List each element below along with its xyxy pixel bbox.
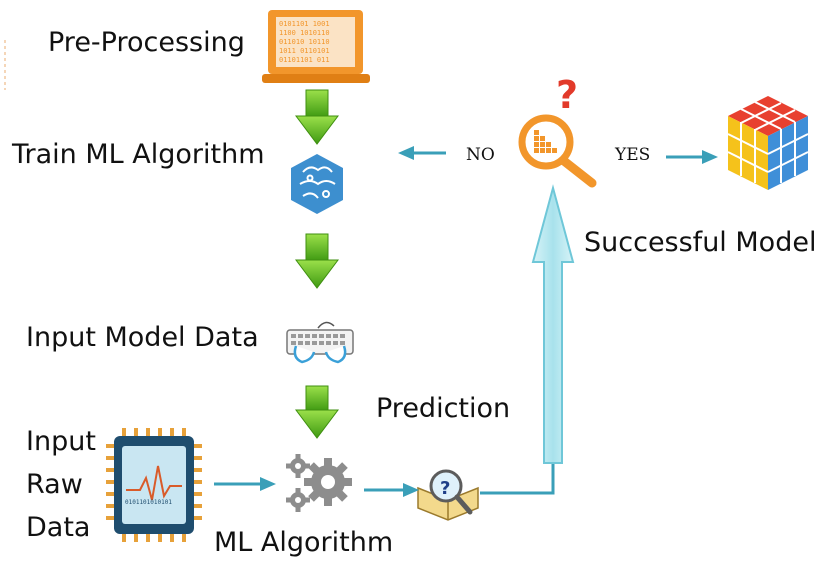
no-label: NO bbox=[466, 145, 495, 165]
svg-text:011010 10110: 011010 10110 bbox=[279, 38, 330, 46]
down-arrow-1 bbox=[295, 89, 339, 145]
svg-text:01101101 011: 01101101 011 bbox=[279, 56, 330, 64]
yes-arrow bbox=[666, 150, 718, 164]
svg-text:1100 1010110: 1100 1010110 bbox=[279, 29, 330, 37]
question-mark: ? bbox=[556, 73, 578, 117]
ml-algorithm-label: ML Algorithm bbox=[214, 527, 394, 558]
laptop-icon: 0101101 1001 1100 1010110 011010 10110 1… bbox=[262, 10, 370, 83]
svg-text:?: ? bbox=[440, 478, 450, 499]
input-raw-data-line1: Input bbox=[26, 426, 96, 457]
pre-processing-label: Pre-Processing bbox=[48, 27, 245, 58]
algorithm-to-prediction-arrow bbox=[364, 483, 419, 497]
prediction-to-decision-arrow bbox=[480, 184, 575, 495]
yes-label: YES bbox=[615, 145, 651, 165]
down-arrow-2 bbox=[295, 233, 339, 289]
down-arrow-3 bbox=[295, 385, 339, 439]
input-raw-data-line2: Raw bbox=[26, 469, 83, 500]
raw-to-algorithm-arrow bbox=[214, 477, 276, 491]
keyboard-icon bbox=[286, 321, 354, 364]
no-arrow bbox=[398, 146, 446, 160]
prediction-label: Prediction bbox=[376, 393, 511, 424]
svg-text:0101101010101: 0101101010101 bbox=[125, 499, 172, 506]
chip-icon: 0101101010101 bbox=[106, 428, 202, 542]
gears-icon bbox=[286, 454, 352, 512]
train-ml-algorithm-label: Train ML Algorithm bbox=[12, 139, 265, 170]
successful-model-label: Successful Model bbox=[584, 227, 817, 258]
input-model-data-label: Input Model Data bbox=[26, 322, 259, 353]
cube-icon bbox=[727, 96, 809, 190]
book-magnifier-icon: ? bbox=[417, 469, 479, 521]
input-raw-data-line3: Data bbox=[26, 512, 91, 543]
magnifier-decision-icon bbox=[518, 114, 597, 188]
brain-icon bbox=[291, 154, 343, 214]
svg-text:0101101 1001: 0101101 1001 bbox=[279, 20, 330, 28]
svg-text:1011 0110101: 1011 0110101 bbox=[279, 47, 330, 55]
